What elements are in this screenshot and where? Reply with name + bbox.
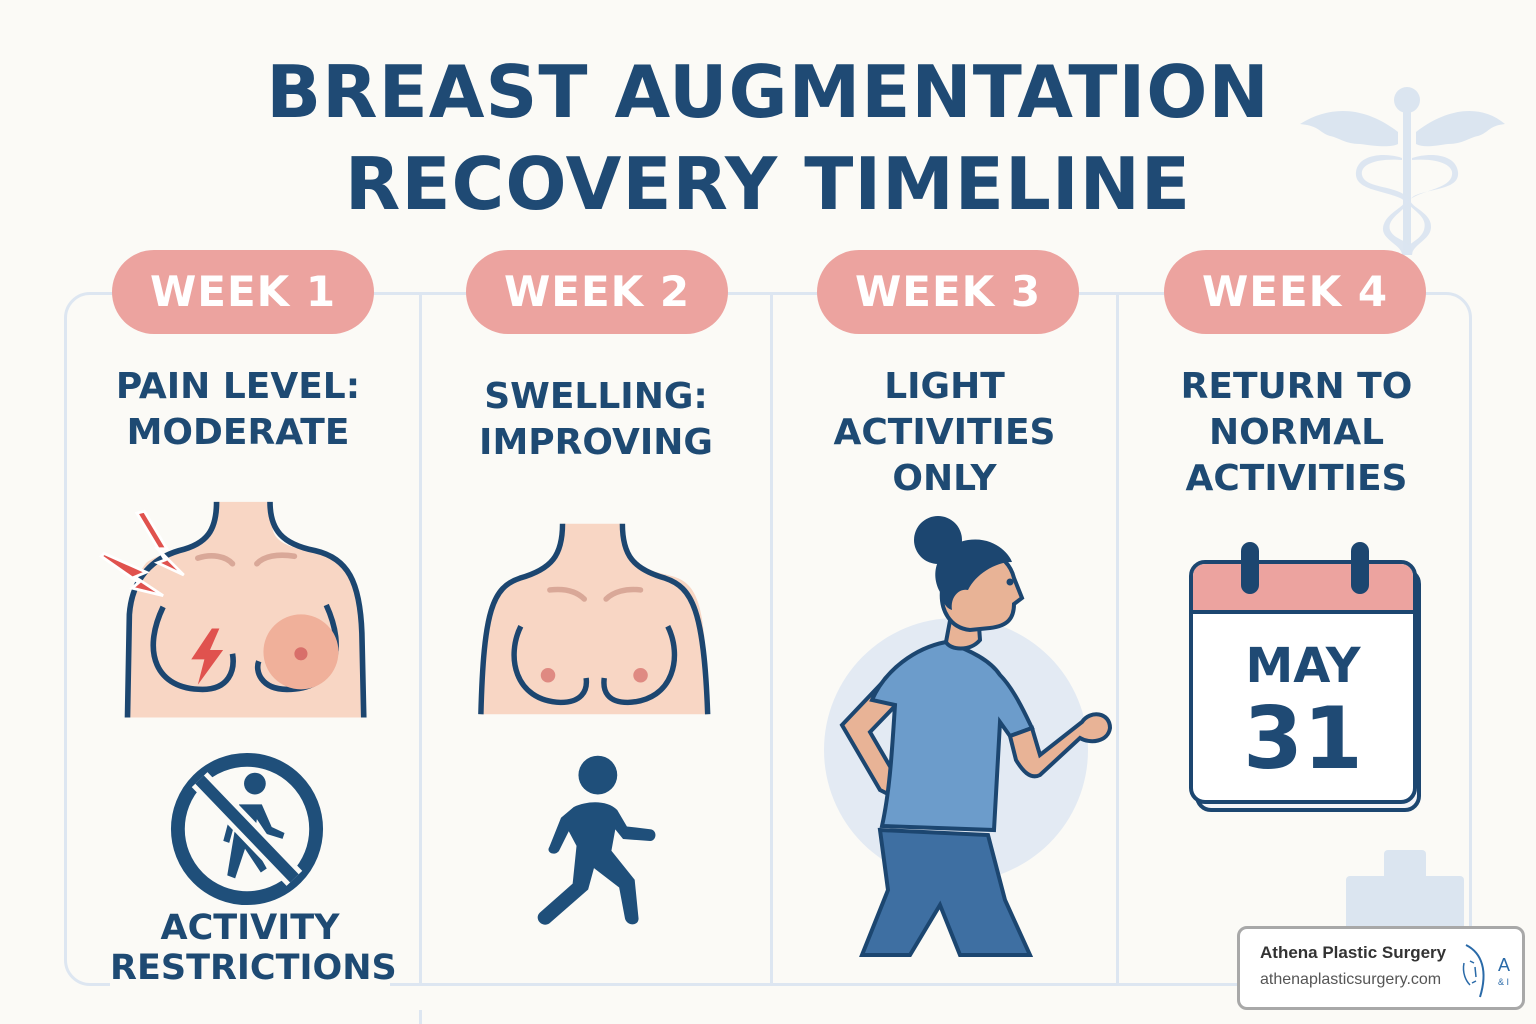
calendar-month: MAY (1245, 638, 1361, 694)
week-2-heading: SWELLING: IMPROVING (479, 376, 713, 463)
week-1-heading: PAIN LEVEL: MODERATE (115, 366, 361, 453)
timeline-frame (64, 292, 1472, 986)
torso-icon (478, 523, 711, 715)
week-1-subheading: ACTIVITY RESTRICTIONS (110, 908, 397, 988)
calendar-body: MAY 31 (1189, 560, 1417, 804)
calendar-header (1193, 564, 1413, 614)
no-walking-icon (170, 752, 324, 906)
brand-card[interactable]: Athena Plastic Surgery athenaplasticsurg… (1237, 926, 1525, 1010)
week-3-pill: WEEK 3 (817, 250, 1079, 334)
column-divider (419, 292, 422, 986)
column-divider (770, 292, 773, 986)
brand-logo-sub: & I (1498, 977, 1510, 987)
woman-jogging-icon (824, 516, 1113, 957)
page-title: BREAST AUGMENTATION RECOVERY TIMELINE (0, 46, 1536, 230)
column-divider-stub (419, 1010, 422, 1024)
week-4-pill: WEEK 4 (1164, 250, 1426, 334)
brand-url[interactable]: athenaplasticsurgery.com (1260, 971, 1442, 988)
week-2-column: WEEK 2 SWELLING: IMPROVING (422, 250, 770, 1010)
walking-person-icon (537, 755, 656, 925)
caduceus-icon (1300, 87, 1505, 255)
week-3-column: WEEK 3 LIGHT ACTIVITIES ONLY (773, 250, 1116, 1010)
week-1-pill: WEEK 1 (112, 250, 374, 334)
title-line-2: RECOVERY TIMELINE (344, 142, 1192, 226)
week-3-heading: LIGHT ACTIVITIES ONLY (833, 366, 1056, 499)
week-2-pill: WEEK 2 (466, 250, 728, 334)
week-4-column: WEEK 4 RETURN TO NORMAL ACTIVITIES MAY 3… (1119, 250, 1474, 1010)
week-1-column: WEEK 1 PAIN LEVEL: MODERATE ACTIVITY RES… (70, 250, 420, 1010)
torso-with-pain-icon (99, 501, 367, 718)
column-divider (1116, 292, 1119, 986)
brand-logo-letter: A (1498, 955, 1511, 975)
brand-name: Athena Plastic Surgery (1260, 943, 1447, 962)
calendar-ring-left (1241, 542, 1259, 594)
brand-logo: A & I (1460, 941, 1516, 999)
medical-cross-icon (1346, 850, 1464, 930)
title-line-1: BREAST AUGMENTATION (266, 50, 1270, 134)
week-4-heading: RETURN TO NORMAL ACTIVITIES (1180, 366, 1413, 499)
face-profile-icon (1462, 944, 1485, 998)
calendar-icon: MAY 31 (1189, 542, 1425, 812)
calendar-day: 31 (1243, 689, 1363, 789)
calendar-ring-right (1351, 542, 1369, 594)
